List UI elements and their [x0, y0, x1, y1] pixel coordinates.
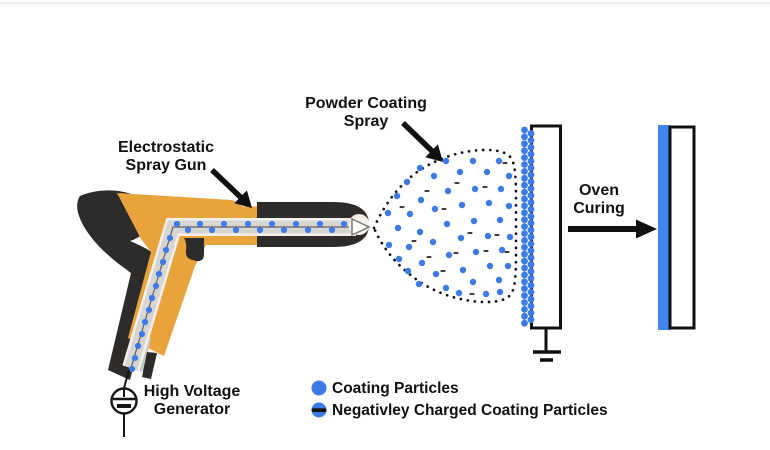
gun-handle-tip — [142, 352, 157, 379]
oven-curing-step: Oven Curing — [568, 182, 657, 239]
gun-trigger — [184, 238, 204, 262]
spray-gun-callout: Electrostatic Spray Gun — [118, 139, 252, 208]
nozzle-icon — [351, 217, 371, 237]
spray-particles — [384, 157, 514, 298]
legend: Coating Particles Negativley Charged Coa… — [311, 380, 608, 419]
workpiece-panel — [521, 124, 562, 362]
spray-cone-outline — [372, 148, 518, 304]
high-voltage-generator-icon — [110, 369, 138, 437]
legend-label-negative: Negativley Charged Coating Particles — [332, 402, 608, 419]
deposited-particles — [521, 126, 535, 327]
legend-row-negative: Negativley Charged Coating Particles — [311, 402, 608, 419]
cured-panel — [658, 125, 696, 330]
spray-gun-label-line2: Spray Gun — [126, 157, 207, 174]
legend-row-coating: Coating Particles — [311, 380, 459, 397]
spray-gun-arrow-icon — [210, 168, 252, 208]
coating-particle-icon — [311, 380, 327, 396]
oven-label-line1: Oven — [579, 182, 619, 199]
generator-label-line1: High Voltage — [144, 383, 241, 400]
legend-label-coating: Coating Particles — [332, 380, 459, 397]
cured-coating-layer — [658, 125, 670, 330]
powder-label-line1: Powder Coating — [305, 95, 427, 112]
powder-spray-callout: Powder Coating Spray — [305, 95, 443, 162]
spray-gun-label-line1: Electrostatic — [118, 139, 214, 156]
spray-gun-icon — [77, 190, 371, 380]
oven-label-line2: Curing — [573, 200, 625, 217]
ground-symbol-icon — [533, 328, 561, 362]
minus-sign-icon — [311, 408, 327, 412]
generator-callout: High Voltage Generator — [144, 383, 241, 418]
oven-arrow-icon — [568, 219, 657, 239]
generator-label-line2: Generator — [154, 401, 230, 418]
powder-label-line2: Spray — [344, 113, 389, 130]
tube-particles — [128, 220, 357, 373]
top-hairline — [0, 2, 770, 5]
negative-charge-marks — [399, 162, 510, 295]
powder-arrow-icon — [401, 121, 443, 162]
